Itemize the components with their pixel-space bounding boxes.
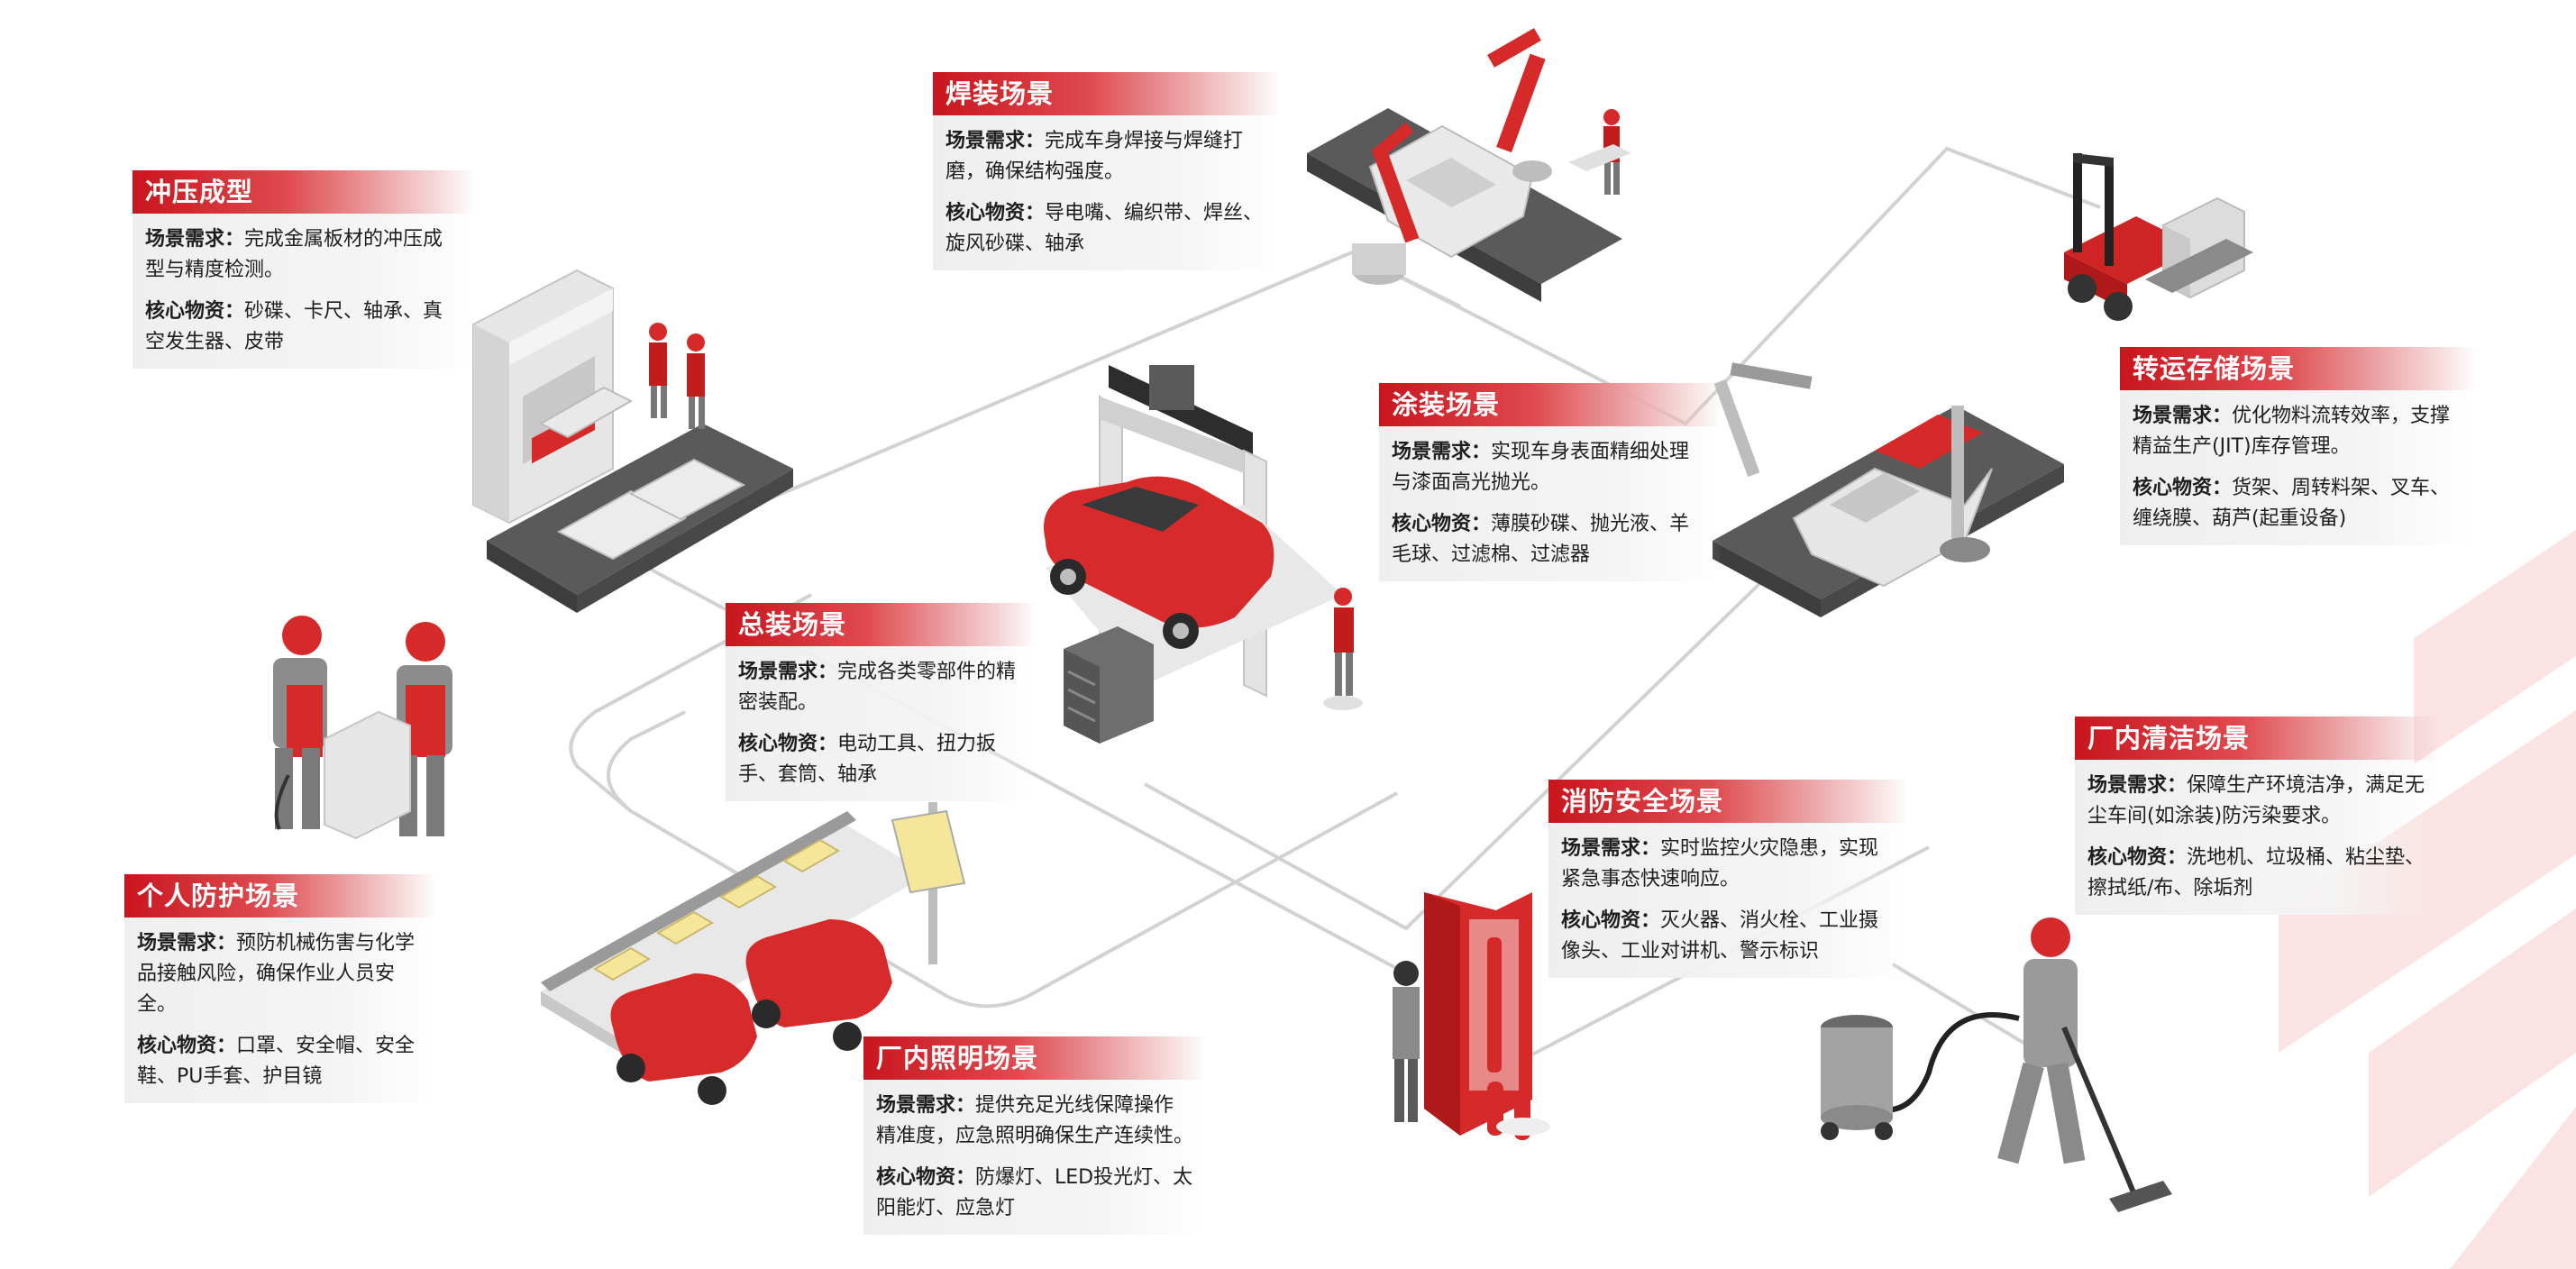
fire-cabinet-illustration — [1393, 892, 1550, 1140]
goods-label: 核心物资： — [137, 1035, 237, 1057]
scene-title: 总装场景 — [726, 603, 1037, 646]
scene-card-stamping: 冲压成型 场景需求：完成金属板材的冲压成型与精度检测。 核心物资：砂碟、卡尺、轴… — [132, 170, 475, 369]
need-text: 预防机械伤害与化学品接触风险，确保作业人员安全。 — [137, 932, 416, 1016]
assembly-car-illustration — [1044, 476, 1274, 649]
forklift-illustration — [2064, 153, 2253, 321]
scene-need: 场景需求：保障生产环境洁净，满足无尘车间(如涂装)防污染要求。 — [2087, 771, 2427, 832]
need-text: 实时监控火灾隐患，实现紧急事态快速响应。 — [1561, 837, 1879, 890]
goods-text: 砂碟、卡尺、轴承、真空发生器、皮带 — [145, 300, 443, 353]
scene-title: 冲压成型 — [132, 170, 475, 214]
scene-need: 场景需求：提供充足光线保障操作精准度，应急照明确保生产连续性。 — [876, 1091, 1193, 1152]
goods-label: 核心物资： — [945, 202, 1046, 224]
scene-card-assembly: 总装场景 场景需求：完成各类零部件的精密装配。 核心物资：电动工具、扭力扳手、套… — [726, 603, 1037, 801]
scene-goods: 核心物资：洗地机、垃圾桶、粘尘垫、擦拭纸/布、除垢剂 — [2087, 843, 2427, 904]
scene-need: 场景需求：实时监控火灾隐患，实现紧急事态快速响应。 — [1561, 834, 1896, 895]
scene-goods: 核心物资：货架、周转料架、叉车、缠绕膜、葫芦(起重设备) — [2133, 473, 2463, 534]
scene-need: 场景需求：完成各类零部件的精密装配。 — [738, 657, 1024, 718]
painting-line-illustration — [1713, 362, 2064, 617]
goods-text: 口罩、安全帽、安全鞋、PU手套、护目镜 — [137, 1035, 416, 1088]
scene-goods: 核心物资：防爆灯、LED投光灯、太阳能灯、应急灯 — [876, 1163, 1193, 1224]
scene-card-logistics: 转运存储场景 场景需求：优化物料流转效率，支撑精益生产(JIT)库存管理。 核心… — [2120, 347, 2476, 545]
goods-label: 核心物资： — [2087, 846, 2188, 869]
need-label: 场景需求： — [145, 228, 245, 251]
scene-title: 消防安全场景 — [1548, 780, 1909, 823]
need-label: 场景需求： — [876, 1094, 976, 1117]
need-label: 场景需求： — [2087, 774, 2188, 797]
scene-card-painting: 涂装场景 场景需求：实现车身表面精细处理与漆面高光抛光。 核心物资：薄膜砂碟、抛… — [1379, 383, 1722, 581]
need-label: 场景需求： — [738, 661, 838, 683]
goods-text: 防爆灯、LED投光灯、太阳能灯、应急灯 — [876, 1166, 1193, 1219]
need-label: 场景需求： — [137, 932, 237, 954]
need-text: 保障生产环境洁净，满足无尘车间(如涂装)防污染要求。 — [2087, 774, 2425, 827]
goods-label: 核心物资： — [1561, 909, 1661, 932]
need-text: 完成车身焊接与焊缝打磨，确保结构强度。 — [945, 130, 1244, 183]
stamping-workers-illustration — [649, 323, 705, 429]
goods-label: 核心物资： — [2133, 477, 2233, 499]
goods-label: 核心物资： — [876, 1166, 976, 1189]
scene-card-lighting: 厂内照明场景 场景需求：提供充足光线保障操作精准度，应急照明确保生产连续性。 核… — [863, 1036, 1206, 1235]
stamping-press-illustration — [472, 269, 793, 613]
goods-label: 核心物资： — [1392, 513, 1492, 535]
scene-need: 场景需求：优化物料流转效率，支撑精益生产(JIT)库存管理。 — [2133, 401, 2463, 462]
welding-line-illustration — [1307, 28, 1631, 302]
scene-card-welding: 焊装场景 场景需求：完成车身焊接与焊缝打磨，确保结构强度。 核心物资：导电嘴、编… — [933, 72, 1280, 270]
scene-goods: 核心物资：薄膜砂碟、抛光液、羊毛球、过滤棉、过滤器 — [1392, 509, 1709, 571]
scene-title: 厂内照明场景 — [863, 1036, 1206, 1080]
scene-title: 厂内清洁场景 — [2075, 717, 2440, 760]
tool-cabinet-illustration — [1064, 626, 1154, 744]
scene-title: 转运存储场景 — [2120, 347, 2476, 390]
scene-goods: 核心物资：口罩、安全帽、安全鞋、PU手套、护目镜 — [137, 1031, 423, 1092]
scene-goods: 核心物资：导电嘴、编织带、焊丝、旋风砂碟、轴承 — [945, 198, 1267, 260]
need-text: 完成各类零部件的精密装配。 — [738, 661, 1017, 714]
need-label: 场景需求： — [2133, 405, 2233, 427]
scene-need: 场景需求：实现车身表面精细处理与漆面高光抛光。 — [1392, 437, 1709, 498]
need-text: 优化物料流转效率，支撑精益生产(JIT)库存管理。 — [2133, 405, 2451, 458]
goods-text: 货架、周转料架、叉车、缠绕膜、葫芦(起重设备) — [2133, 477, 2451, 530]
need-text: 实现车身表面精细处理与漆面高光抛光。 — [1392, 441, 1690, 494]
scene-need: 场景需求：预防机械伤害与化学品接触风险，确保作业人员安全。 — [137, 928, 423, 1020]
scene-need: 场景需求：完成金属板材的冲压成型与精度检测。 — [145, 224, 462, 286]
scene-goods: 核心物资：灭火器、消火栓、工业摄像头、工业对讲机、警示标识 — [1561, 906, 1896, 967]
goods-text: 洗地机、垃圾桶、粘尘垫、擦拭纸/布、除垢剂 — [2087, 846, 2425, 899]
need-label: 场景需求： — [1392, 441, 1492, 463]
goods-text: 导电嘴、编织带、焊丝、旋风砂碟、轴承 — [945, 202, 1264, 255]
need-text: 提供充足光线保障操作精准度，应急照明确保生产连续性。 — [876, 1094, 1194, 1147]
scene-goods: 核心物资：砂碟、卡尺、轴承、真空发生器、皮带 — [145, 297, 462, 358]
goods-text: 灭火器、消火栓、工业摄像头、工业对讲机、警示标识 — [1561, 909, 1879, 963]
goods-label: 核心物资： — [738, 733, 838, 755]
cleaning-worker-illustration — [1821, 918, 2172, 1212]
goods-label: 核心物资： — [145, 300, 245, 323]
scene-title: 个人防护场景 — [124, 874, 435, 918]
scene-card-cleaning: 厂内清洁场景 场景需求：保障生产环境洁净，满足无尘车间(如涂装)防污染要求。 核… — [2075, 717, 2440, 915]
scene-card-fire: 消防安全场景 场景需求：实时监控火灾隐患，实现紧急事态快速响应。 核心物资：灭火… — [1548, 780, 1909, 978]
scene-need: 场景需求：完成车身焊接与焊缝打磨，确保结构强度。 — [945, 126, 1267, 187]
scene-title: 涂装场景 — [1379, 383, 1722, 426]
lighting-illustration — [541, 802, 966, 1105]
goods-text: 薄膜砂碟、抛光液、羊毛球、过滤棉、过滤器 — [1392, 513, 1690, 566]
scene-card-ppe: 个人防护场景 场景需求：预防机械伤害与化学品接触风险，确保作业人员安全。 核心物… — [124, 874, 435, 1103]
inspector-illustration — [1323, 588, 1363, 710]
need-text: 完成金属板材的冲压成型与精度检测。 — [145, 228, 443, 281]
scene-goods: 核心物资：电动工具、扭力扳手、套筒、轴承 — [738, 729, 1024, 790]
goods-text: 电动工具、扭力扳手、套筒、轴承 — [738, 733, 997, 786]
need-label: 场景需求： — [1561, 837, 1661, 860]
need-label: 场景需求： — [945, 130, 1046, 152]
ppe-workers-illustration — [273, 616, 452, 840]
scene-title: 焊装场景 — [933, 72, 1280, 115]
